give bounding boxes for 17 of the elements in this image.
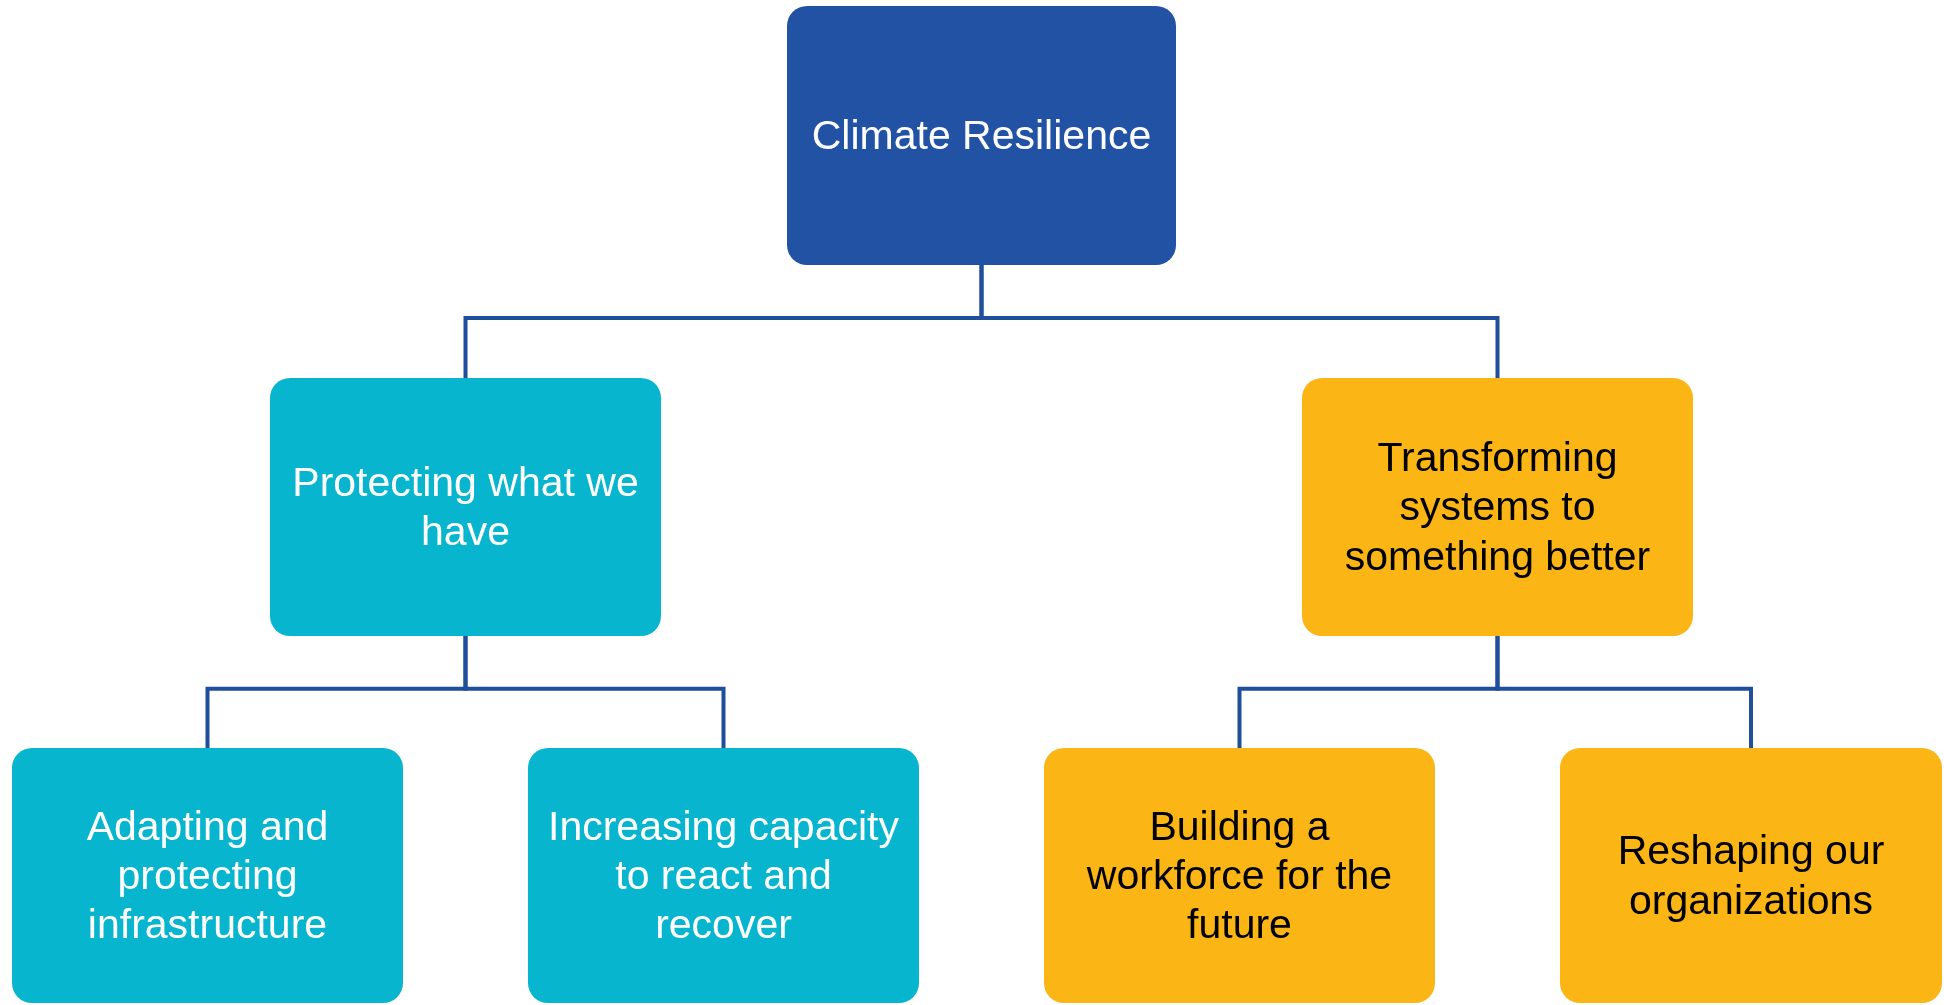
node-label: Reshaping our organizations [1616,826,1886,925]
category-box [270,378,661,636]
node-label: Adapting and protecting infrastructure [85,801,330,950]
category-box [1302,378,1693,636]
connector-line [979,265,1500,378]
node-label: Transforming systems to something better [1343,433,1652,581]
connector-line [463,636,726,748]
root-box [787,6,1176,265]
node-label: Protecting what we have [291,457,640,556]
connector-line [1495,636,1753,748]
subcategory-box [528,748,919,1003]
node-label: Building a workforce for the future [1085,801,1394,950]
node-label: Climate Resilience [811,110,1152,160]
subcategory-box [12,748,403,1003]
subcategory-box [1560,748,1942,1003]
node-label: Increasing capacity to react and recover [547,801,900,950]
subcategory-box [1044,748,1435,1003]
